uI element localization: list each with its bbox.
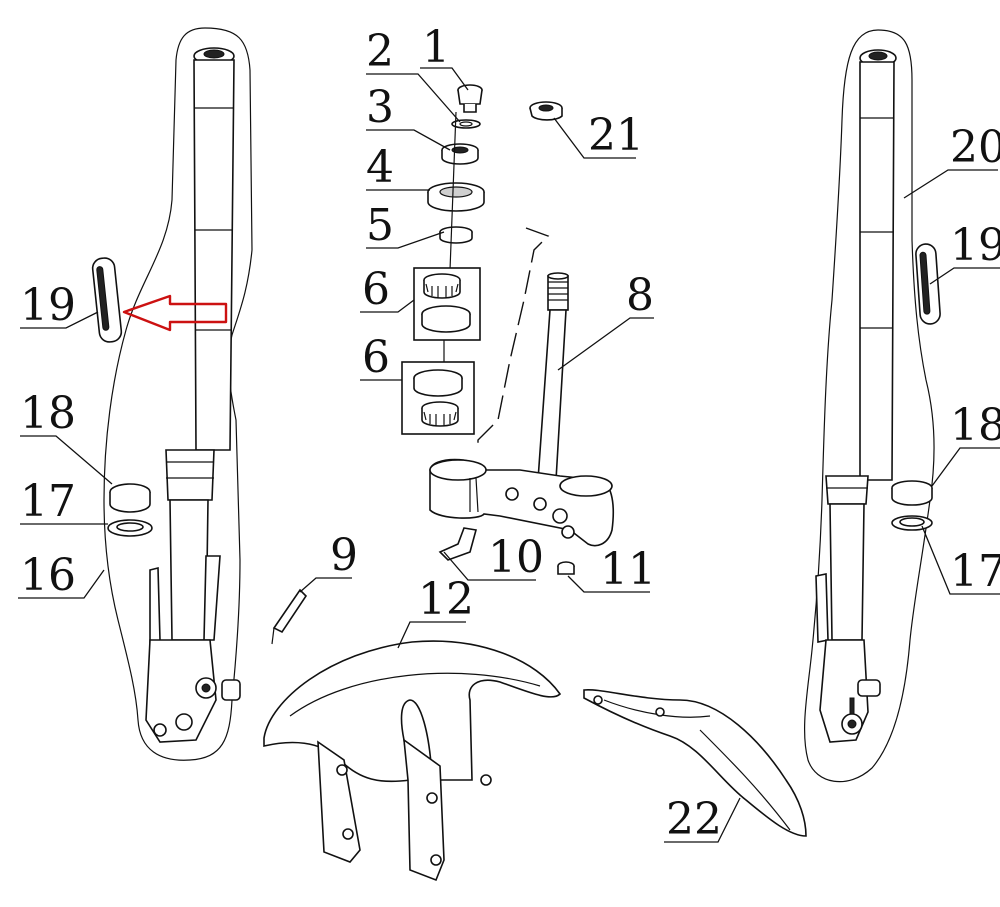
callout-6-lower: 6 [362,332,390,383]
steering-stem-8 [537,272,569,481]
callout-10: 10 [488,532,544,583]
callout-22: 22 [666,794,722,845]
lower-triple-clamp [429,458,615,547]
right-seal-19 [915,243,941,325]
clip-9 [271,588,308,645]
bearing-cover-4 [427,182,485,212]
left-fork-outline [103,27,253,761]
callout-9: 9 [330,530,358,581]
left-seal-19 [91,257,123,343]
right-dust-ring-18 [891,480,933,506]
alignment-dashed-line [477,227,550,448]
callout-18-right: 18 [950,400,1000,451]
callout-16: 16 [20,550,76,601]
callout-18-left: 18 [20,388,76,439]
right-fork-outline [804,29,935,783]
callout-1: 1 [422,22,450,73]
left-dust-ring-18 [109,483,151,513]
left-washer-17 [107,519,153,537]
callout-3: 3 [366,82,394,133]
bearing-set-6-upper [413,267,481,341]
callout-8: 8 [626,270,654,321]
callout-19-left: 19 [20,280,76,331]
callout-6-upper: 6 [362,264,390,315]
callout-2: 2 [366,26,394,77]
highlight-arrow-icon [122,294,228,332]
bracket-10 [438,527,478,561]
nut-21 [529,101,563,121]
right-fork-leg-assembly [804,29,935,783]
leader-lines [18,67,1000,843]
callout-20: 20 [950,122,1000,173]
callout-12: 12 [418,574,474,625]
bolt-11 [557,561,575,575]
nut-3 [441,143,479,165]
bearing-set-6-lower [401,361,475,435]
stem-bolt-1 [457,84,483,113]
callout-4: 4 [366,142,394,193]
callout-5: 5 [366,200,394,251]
washer-2 [451,119,481,129]
rear-hugger-22 [583,688,807,837]
right-washer-17 [891,515,933,531]
callout-17-right: 17 [950,546,1000,597]
front-fender-12 [263,640,562,882]
callout-21: 21 [588,110,644,161]
callout-17-left: 17 [20,476,76,527]
spacer-5 [439,226,473,244]
callout-11: 11 [600,544,656,595]
callout-labels: 1 2 3 4 5 6 6 8 9 10 11 12 16 17 17 18 1… [20,22,1000,845]
callout-19-right: 19 [950,220,1000,271]
left-fork-leg-assembly [103,27,253,761]
